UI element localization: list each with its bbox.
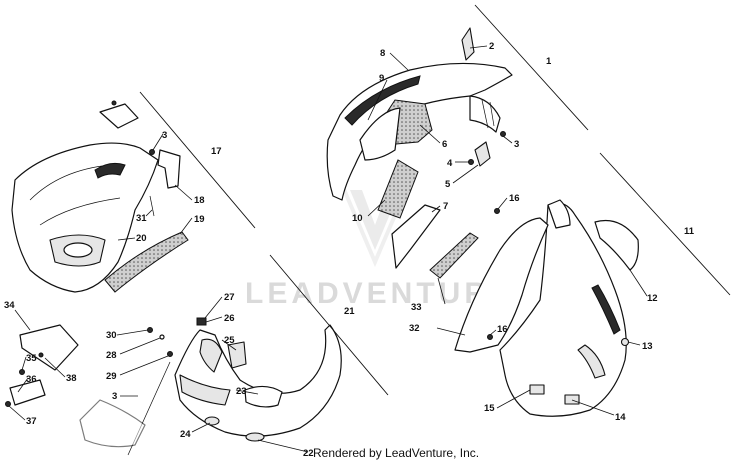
part-25-vent — [227, 341, 247, 369]
part-33-mesh-vent — [429, 232, 479, 279]
callout-3-left: 3 — [162, 130, 167, 141]
watermark-text: LEADVENTURE — [245, 277, 514, 310]
callout-10: 10 — [352, 213, 363, 224]
part-36-box — [9, 379, 46, 406]
callout-22: 22 — [303, 448, 314, 459]
callout-9: 9 — [379, 73, 384, 84]
bracket-11 — [599, 152, 731, 296]
fastener-3-upper — [500, 131, 506, 137]
callout-26: 26 — [224, 313, 235, 324]
part-34-cover — [19, 324, 79, 371]
callout-17: 17 — [211, 146, 222, 157]
callout-30: 30 — [106, 330, 117, 341]
part-9-inner-panel — [359, 107, 401, 161]
part-7-side-panel — [391, 204, 441, 269]
part-31-rod — [149, 195, 155, 217]
fastener-16-top — [494, 208, 500, 214]
callout-7: 7 — [443, 201, 448, 212]
part-hood-upper — [326, 62, 513, 201]
callout-16-top: 16 — [509, 193, 520, 204]
callout-4: 4 — [447, 158, 453, 169]
callout-33: 33 — [411, 302, 422, 313]
callout-16-lower: 16 — [497, 324, 508, 335]
callout-32: 32 — [409, 323, 420, 334]
part-10-mesh-side — [377, 159, 419, 219]
part-14-insert — [564, 394, 580, 405]
callout-11: 11 — [684, 226, 695, 237]
part-top-clip — [99, 100, 139, 129]
callout-27: 27 — [224, 292, 235, 303]
callout-37: 37 — [26, 416, 37, 427]
bracket-1 — [474, 4, 589, 131]
leader-lines — [8, 45, 648, 453]
part-15-insert — [529, 384, 545, 395]
callout-labels: 1 2 3 3 3 4 5 6 7 8 9 10 11 12 13 14 15 … — [4, 41, 695, 459]
part-12-deflector — [594, 219, 639, 271]
bracket-21 — [269, 254, 389, 396]
callout-36: 36 — [26, 374, 37, 385]
callout-3-upper: 3 — [514, 139, 519, 150]
callout-20: 20 — [136, 233, 147, 244]
callout-6: 6 — [442, 139, 447, 150]
part-faint-panel — [79, 399, 146, 448]
callout-28: 28 — [106, 350, 117, 361]
part-hood-side — [499, 199, 627, 417]
part-32-side-panel — [454, 217, 549, 353]
callout-14: 14 — [615, 412, 626, 423]
part-19-mesh-insert — [104, 231, 189, 293]
callout-25: 25 — [224, 335, 235, 346]
callout-19: 19 — [194, 214, 205, 225]
callout-1: 1 — [546, 56, 552, 67]
callout-3-lower: 3 — [112, 391, 117, 402]
callout-31: 31 — [136, 213, 147, 224]
bracket-17 — [139, 91, 256, 229]
callout-29: 29 — [106, 371, 117, 382]
part-26-27-grommet — [196, 317, 207, 326]
part-13-knob — [620, 337, 630, 347]
callout-2: 2 — [489, 41, 494, 52]
fastener-16-lower — [487, 334, 493, 340]
part-4-5-latch — [468, 141, 491, 167]
callout-18: 18 — [194, 195, 205, 206]
callout-15: 15 — [484, 403, 495, 414]
fastener-3-left — [149, 149, 155, 155]
callout-12: 12 — [647, 293, 658, 304]
callout-38: 38 — [66, 373, 77, 384]
callout-13: 13 — [642, 341, 653, 352]
credit-text: Rendered by LeadVenture, Inc. — [313, 446, 479, 460]
part-18-mirror-bracket — [157, 149, 181, 189]
callout-8: 8 — [380, 48, 385, 59]
callout-21: 21 — [344, 306, 355, 317]
fastener-35 — [19, 369, 25, 375]
part-lower-nose — [174, 324, 342, 442]
fasteners-28-30 — [147, 327, 173, 357]
callout-34: 34 — [4, 300, 15, 311]
callout-5: 5 — [445, 179, 451, 190]
part-dash-nose — [11, 142, 159, 293]
fastener-37 — [5, 401, 11, 407]
callout-24: 24 — [180, 429, 191, 440]
callout-23: 23 — [236, 386, 247, 397]
callout-35: 35 — [26, 353, 37, 364]
part-2-deflector — [461, 27, 475, 61]
